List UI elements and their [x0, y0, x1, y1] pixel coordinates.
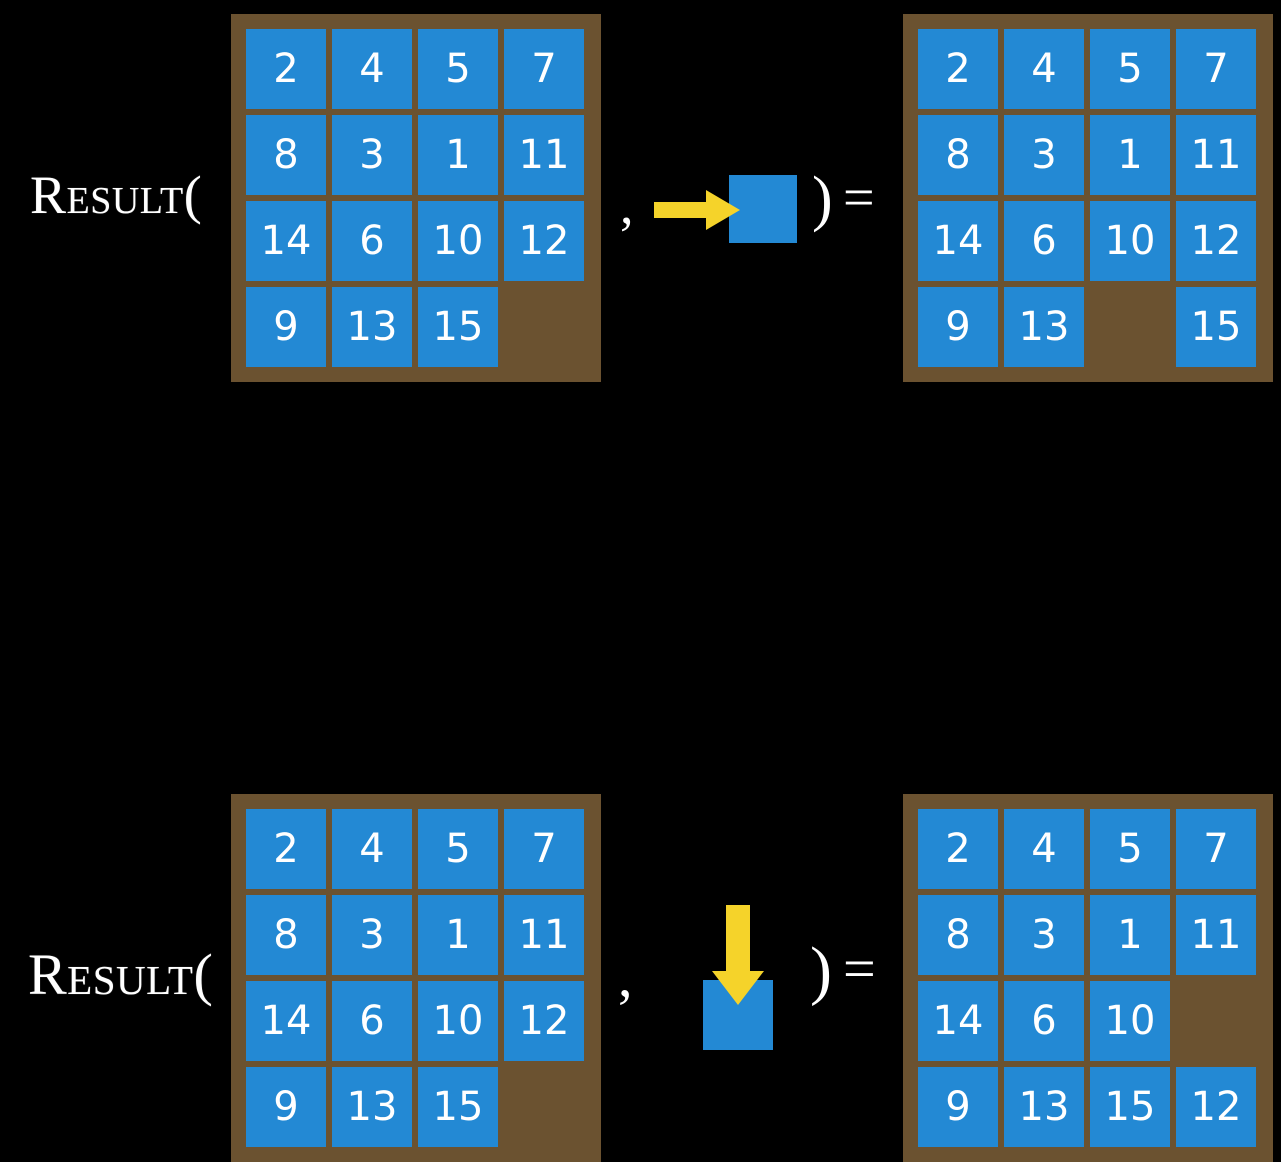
- tile[interactable]: 8: [918, 115, 998, 195]
- equation-row-top: Result( 2 4 5 7 8 3 1 11 14 6 10 12 9 13…: [0, 0, 1281, 390]
- tile[interactable]: 5: [1090, 809, 1170, 889]
- tile-empty: [1176, 981, 1256, 1061]
- tile[interactable]: 13: [1004, 287, 1084, 367]
- tile[interactable]: 1: [418, 895, 498, 975]
- tile[interactable]: 13: [332, 287, 412, 367]
- tile[interactable]: 8: [246, 115, 326, 195]
- arrow-down-icon: [712, 905, 764, 1005]
- tile[interactable]: 11: [1176, 895, 1256, 975]
- tile[interactable]: 5: [1090, 29, 1170, 109]
- tile[interactable]: 9: [918, 1067, 998, 1147]
- tile[interactable]: 3: [1004, 115, 1084, 195]
- tile[interactable]: 6: [332, 201, 412, 281]
- puzzle-board-input-top: 2 4 5 7 8 3 1 11 14 6 10 12 9 13 15: [231, 14, 601, 382]
- result-function-label-bottom: Result(: [28, 942, 214, 1007]
- tile[interactable]: 14: [918, 981, 998, 1061]
- puzzle-board-input-bottom: 2 4 5 7 8 3 1 11 14 6 10 12 9 13 15: [231, 794, 601, 1162]
- close-paren-bottom: ): [810, 934, 832, 1007]
- blank-tile-square-top: [729, 175, 797, 243]
- puzzle-grid-input-bottom: 2 4 5 7 8 3 1 11 14 6 10 12 9 13 15: [246, 809, 584, 1147]
- puzzle-grid-output-top: 2 4 5 7 8 3 1 11 14 6 10 12 9 13 15: [918, 29, 1256, 367]
- tile[interactable]: 12: [504, 201, 584, 281]
- tile[interactable]: 1: [1090, 115, 1170, 195]
- tile[interactable]: 7: [1176, 29, 1256, 109]
- tile[interactable]: 10: [418, 981, 498, 1061]
- move-right-action-top: [650, 168, 810, 258]
- tile[interactable]: 3: [332, 895, 412, 975]
- tile[interactable]: 2: [918, 29, 998, 109]
- tile[interactable]: 3: [1004, 895, 1084, 975]
- result-function-label-top: Result(: [30, 165, 203, 225]
- tile[interactable]: 1: [418, 115, 498, 195]
- tile[interactable]: 10: [1090, 981, 1170, 1061]
- tile[interactable]: 1: [1090, 895, 1170, 975]
- tile[interactable]: 11: [504, 895, 584, 975]
- tile-empty: [504, 1067, 584, 1147]
- tile[interactable]: 9: [918, 287, 998, 367]
- tile[interactable]: 14: [246, 201, 326, 281]
- tile-empty: [504, 287, 584, 367]
- tile[interactable]: 15: [1090, 1067, 1170, 1147]
- tile[interactable]: 9: [246, 287, 326, 367]
- tile-empty: [1090, 287, 1170, 367]
- tile[interactable]: 15: [418, 287, 498, 367]
- tile[interactable]: 3: [332, 115, 412, 195]
- argument-separator-comma-top: ,: [620, 175, 634, 235]
- tile[interactable]: 4: [332, 29, 412, 109]
- equation-row-bottom: Result( 2 4 5 7 8 3 1 11 14 6 10 12 9 13…: [0, 390, 1281, 1162]
- tile[interactable]: 15: [1176, 287, 1256, 367]
- tile[interactable]: 7: [504, 809, 584, 889]
- tile[interactable]: 4: [332, 809, 412, 889]
- tile[interactable]: 13: [1004, 1067, 1084, 1147]
- tile[interactable]: 12: [1176, 201, 1256, 281]
- tile[interactable]: 10: [1090, 201, 1170, 281]
- tile[interactable]: 2: [246, 809, 326, 889]
- arrow-right-icon: [654, 190, 740, 230]
- tile[interactable]: 4: [1004, 809, 1084, 889]
- tile[interactable]: 14: [918, 201, 998, 281]
- tile[interactable]: 5: [418, 809, 498, 889]
- tile[interactable]: 14: [246, 981, 326, 1061]
- tile[interactable]: 11: [504, 115, 584, 195]
- tile[interactable]: 5: [418, 29, 498, 109]
- tile[interactable]: 6: [1004, 201, 1084, 281]
- tile[interactable]: 2: [918, 809, 998, 889]
- tile[interactable]: 12: [1176, 1067, 1256, 1147]
- tile[interactable]: 6: [1004, 981, 1084, 1061]
- equals-sign-bottom: =: [843, 936, 876, 1001]
- tile[interactable]: 11: [1176, 115, 1256, 195]
- tile[interactable]: 7: [1176, 809, 1256, 889]
- tile[interactable]: 4: [1004, 29, 1084, 109]
- tile[interactable]: 10: [418, 201, 498, 281]
- equals-sign-top: =: [843, 167, 875, 229]
- tile[interactable]: 2: [246, 29, 326, 109]
- move-down-action-bottom: [690, 895, 800, 1060]
- puzzle-grid-input-top: 2 4 5 7 8 3 1 11 14 6 10 12 9 13 15: [246, 29, 584, 367]
- tile[interactable]: 7: [504, 29, 584, 109]
- puzzle-board-output-bottom: 2 4 5 7 8 3 1 11 14 6 10 9 13 15 12: [903, 794, 1273, 1162]
- tile[interactable]: 8: [918, 895, 998, 975]
- tile[interactable]: 15: [418, 1067, 498, 1147]
- close-paren-top: ): [812, 165, 833, 233]
- tile[interactable]: 9: [246, 1067, 326, 1147]
- tile[interactable]: 6: [332, 981, 412, 1061]
- tile[interactable]: 13: [332, 1067, 412, 1147]
- tile[interactable]: 12: [504, 981, 584, 1061]
- tile[interactable]: 8: [246, 895, 326, 975]
- puzzle-board-output-top: 2 4 5 7 8 3 1 11 14 6 10 12 9 13 15: [903, 14, 1273, 382]
- argument-separator-comma-bottom: ,: [618, 944, 633, 1009]
- puzzle-grid-output-bottom: 2 4 5 7 8 3 1 11 14 6 10 9 13 15 12: [918, 809, 1256, 1147]
